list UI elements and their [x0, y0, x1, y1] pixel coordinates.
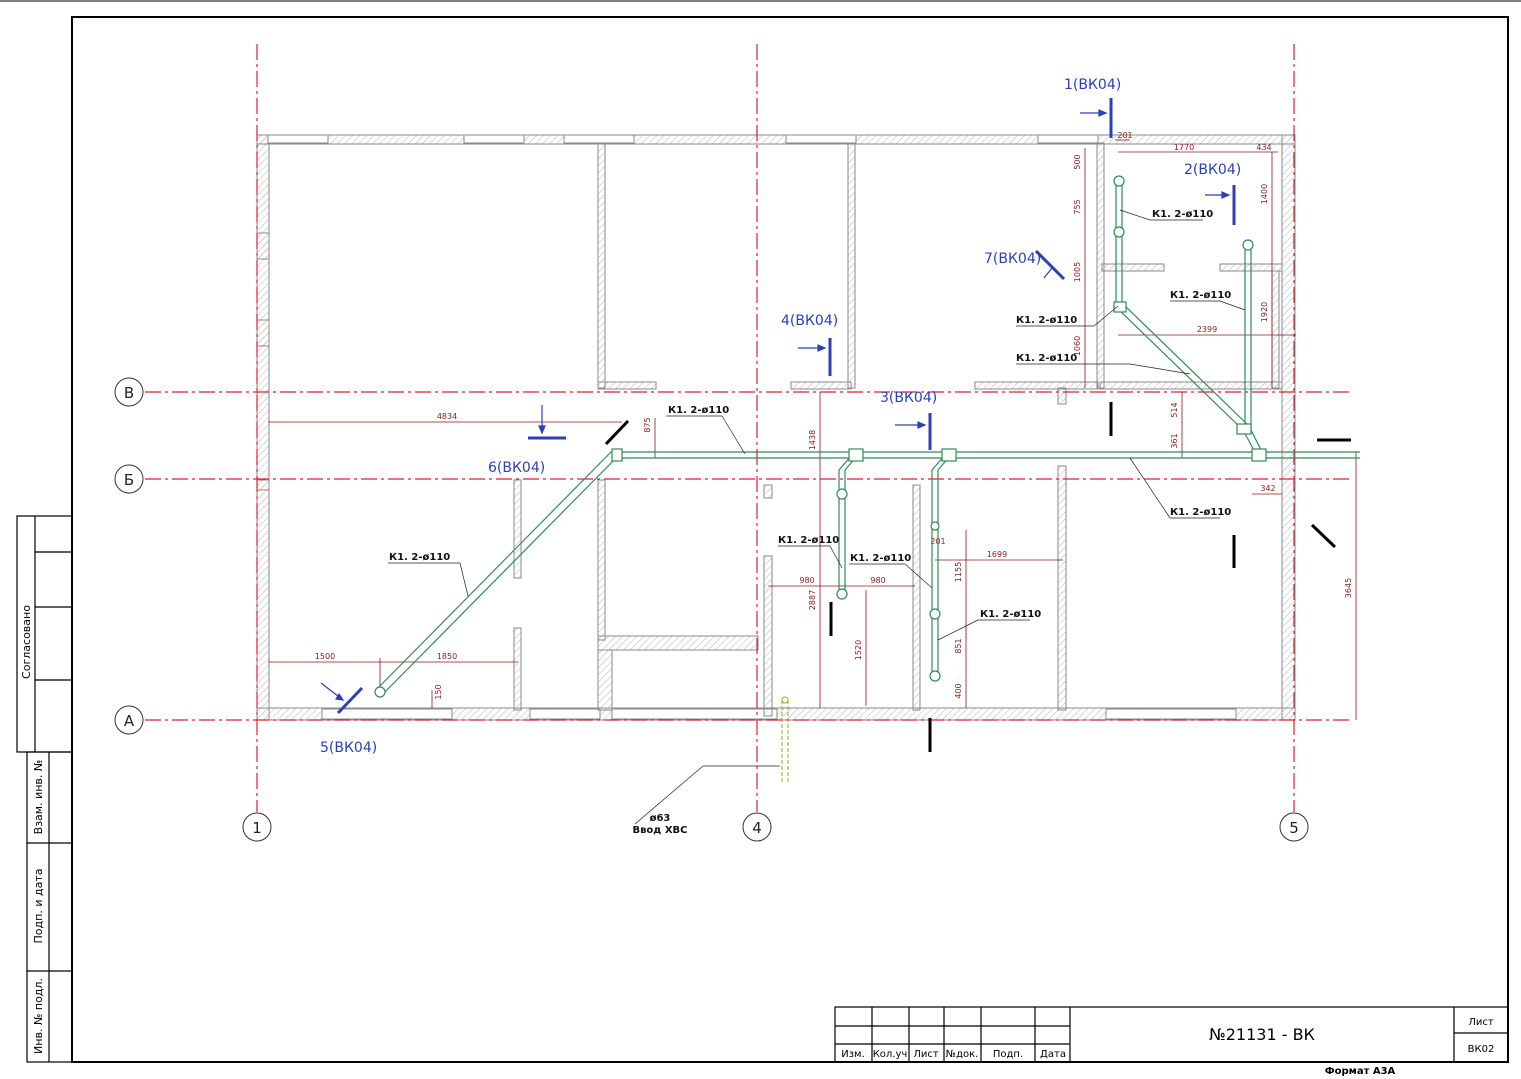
sheet-format: Формат А3А — [1325, 1066, 1396, 1077]
stamp-replace-inv: Взам. инв. № — [32, 760, 45, 835]
dim-1699: 1699 — [987, 550, 1007, 559]
tb-header-kol: Кол.уч — [873, 1049, 908, 1060]
section-label-2: 2(ВК04) — [1184, 162, 1241, 178]
axis-label-5: 5 — [1289, 819, 1299, 837]
section-label-4: 4(ВК04) — [781, 313, 838, 329]
section-label-5: 5(ВК04) — [320, 740, 377, 756]
dim-1400: 1400 — [1260, 184, 1269, 204]
dim-400: 400 — [954, 683, 963, 698]
title-block — [834, 1006, 1509, 1063]
pipe-label-branch-4: К1. 2-ø110 — [778, 535, 839, 546]
tb-header-sign: Подп. — [993, 1049, 1023, 1060]
inlet-name: Ввод ХВС — [632, 825, 687, 836]
section-label-6: 6(ВК04) — [488, 460, 545, 476]
tb-header-date: Дата — [1040, 1049, 1066, 1060]
side-stamp — [16, 515, 73, 1063]
section-label-1: 1(ВК04) — [1064, 77, 1121, 93]
dim-342: 342 — [1260, 484, 1275, 493]
dim-2887: 2887 — [808, 590, 817, 610]
dim-1500: 1500 — [315, 652, 335, 661]
dim-1770: 1770 — [1174, 143, 1194, 152]
tb-sheet-label: Лист — [1468, 1017, 1494, 1028]
sewer-pipes — [375, 178, 1360, 695]
pipe-label-branch-3: К1. 2-ø110 — [850, 553, 911, 564]
axis-label-a: А — [124, 712, 135, 730]
dim-514: 514 — [1170, 402, 1179, 417]
leader-lines — [388, 209, 1246, 825]
dim-1520: 1520 — [854, 640, 863, 660]
dim-755: 755 — [1073, 199, 1082, 214]
axis-label-b: Б — [124, 471, 134, 489]
pipe-label-diagonal: К1. 2-ø110 — [389, 552, 450, 563]
dim-875: 875 — [643, 417, 652, 432]
pipe-label-main-right: К1. 2-ø110 — [1170, 507, 1231, 518]
dim-150: 150 — [434, 684, 443, 699]
dim-1920: 1920 — [1260, 302, 1269, 322]
axis-label-1: 1 — [252, 819, 262, 837]
tb-header-izm: Изм. — [841, 1049, 865, 1060]
dim-851: 851 — [954, 638, 963, 653]
dim-1005: 1005 — [1073, 262, 1082, 282]
water-inlet-pipe — [781, 700, 789, 782]
dim-361: 361 — [1170, 433, 1179, 448]
pipe-label-riser-2: К1. 2-ø110 — [1170, 290, 1231, 301]
dim-980-left: 980 — [799, 576, 814, 585]
tb-sheet-value: ВК02 — [1468, 1044, 1495, 1055]
dim-1438: 1438 — [808, 430, 817, 450]
stamp-agreed: Согласовано — [20, 605, 33, 679]
stamp-inv-original: Инв. № подл. — [32, 978, 45, 1054]
axis-label-4: 4 — [752, 819, 762, 837]
section-label-3: 3(ВК04) — [880, 390, 937, 406]
stamp-sign-date: Подп. и дата — [32, 869, 45, 944]
building-walls — [256, 134, 1296, 721]
section-cut-marks — [336, 98, 1236, 715]
dim-201-upper: 201 — [1117, 131, 1132, 140]
dim-4834: 4834 — [437, 412, 457, 421]
dimension-lines — [268, 139, 1357, 720]
section-arrows — [320, 109, 1231, 701]
axis-bubbles — [114, 377, 1309, 842]
axis-label-v: В — [124, 384, 134, 402]
grid-axes — [145, 44, 1350, 812]
pipe-label-main-left: К1. 2-ø110 — [668, 405, 729, 416]
tb-header-list: Лист — [913, 1049, 939, 1060]
dim-1155: 1155 — [954, 562, 963, 582]
dim-3645: 3645 — [1344, 578, 1353, 598]
dim-1060: 1060 — [1073, 336, 1082, 356]
black-ticks — [604, 402, 1351, 752]
dim-2399: 2399 — [1197, 325, 1217, 334]
tb-doc-number: №21131 - ВК — [1209, 1025, 1315, 1044]
inlet-end-marker — [781, 696, 789, 704]
pipe-label-branch-3-lower: К1. 2-ø110 — [980, 609, 1041, 620]
dim-500: 500 — [1073, 154, 1082, 169]
inlet-diameter: ø63 — [650, 813, 671, 824]
section-label-7: 7(ВК04) — [984, 251, 1041, 267]
dim-1850: 1850 — [437, 652, 457, 661]
dim-434: 434 — [1256, 143, 1271, 152]
pipe-label-riser-1: К1. 2-ø110 — [1152, 209, 1213, 220]
pipe-label-diagonal-7: К1. 2-ø110 — [1016, 353, 1077, 364]
pipe-label-riser-1-lower: К1. 2-ø110 — [1016, 315, 1077, 326]
pipe-fittings — [374, 175, 1267, 698]
dim-980-right: 980 — [870, 576, 885, 585]
tb-header-doc: №док. — [946, 1049, 979, 1060]
